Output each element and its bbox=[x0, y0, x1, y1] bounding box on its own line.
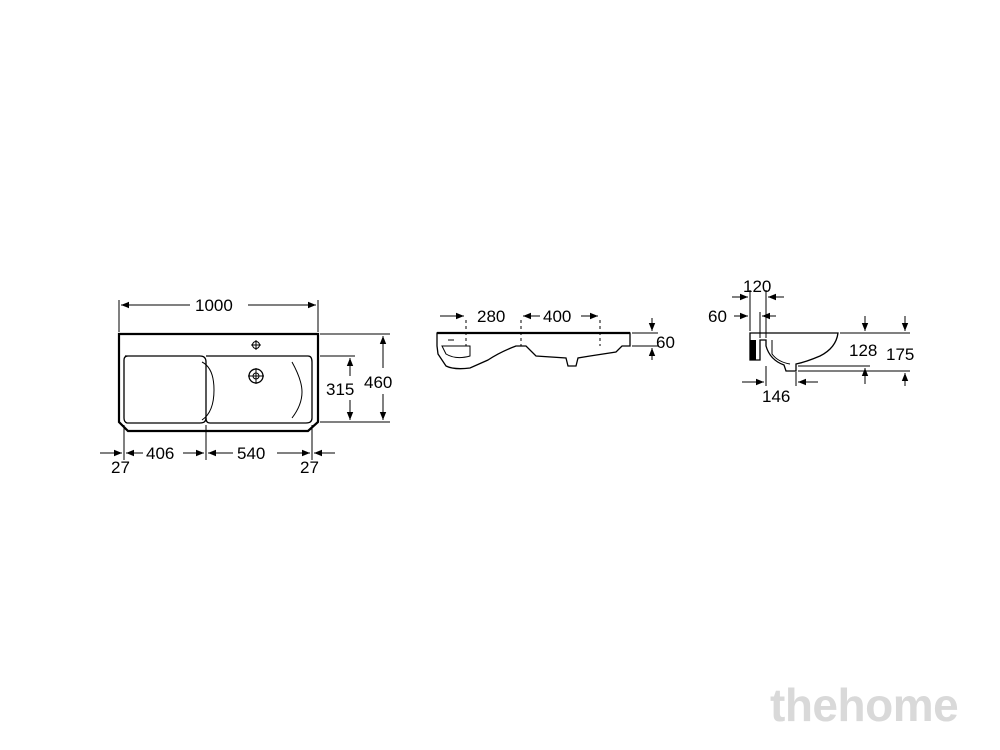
bowl-outline bbox=[205, 355, 313, 424]
top-offset-dimension: 120 bbox=[743, 277, 771, 296]
shelf-tray bbox=[123, 355, 207, 424]
basin-depth-dimension: 315 bbox=[326, 380, 354, 399]
watermark-logo: thehome bbox=[770, 679, 959, 731]
drain-icon bbox=[248, 368, 264, 384]
top-view: 1000 460 315 27 406 540 27 bbox=[100, 296, 392, 477]
depth-dimension: 460 bbox=[364, 373, 392, 392]
bottom-offset-dimension: 146 bbox=[762, 387, 790, 406]
height-dimension: 60 bbox=[656, 333, 675, 352]
basin-width-dimension: 540 bbox=[237, 444, 265, 463]
left-shelf-dimension: 406 bbox=[146, 444, 174, 463]
section-profile bbox=[749, 332, 839, 372]
right-margin-dimension: 27 bbox=[300, 458, 319, 477]
tap-hole-icon bbox=[251, 340, 261, 350]
side-view: 280 400 60 bbox=[436, 307, 675, 370]
side-profile bbox=[436, 332, 631, 370]
tap-offset-dimension: 280 bbox=[477, 307, 505, 326]
section-view: 120 60 146 128 175 bbox=[708, 277, 914, 406]
width-dimension: 1000 bbox=[195, 296, 233, 315]
inner-depth-dimension: 128 bbox=[849, 341, 877, 360]
basin-outline bbox=[117, 332, 320, 433]
bowl-inner-curve bbox=[291, 361, 303, 419]
shelf-tray-inner bbox=[201, 361, 215, 421]
total-depth-dimension: 175 bbox=[886, 345, 914, 364]
rim-dimension: 60 bbox=[708, 307, 727, 326]
tap-span-dimension: 400 bbox=[543, 307, 571, 326]
left-margin-dimension: 27 bbox=[111, 458, 130, 477]
